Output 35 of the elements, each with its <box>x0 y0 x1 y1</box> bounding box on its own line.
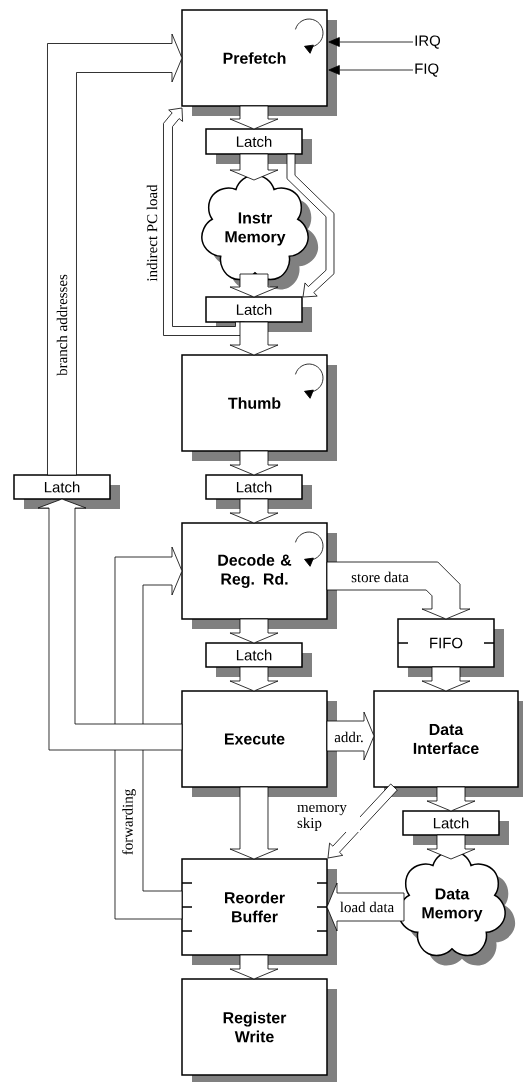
process-box: Register Write <box>181 978 337 1082</box>
hollow-arrow <box>229 618 279 644</box>
latch-box: Latch <box>205 474 312 509</box>
hollow-arrow <box>229 273 279 298</box>
signal-label: IRQ <box>415 35 441 49</box>
hollow-arrow <box>229 105 279 130</box>
fifo-box: FIFO <box>397 618 504 677</box>
process-box: Thumb <box>181 354 337 461</box>
hollow-arrow <box>229 786 279 860</box>
hollow-arrow <box>229 450 279 476</box>
signal-label: FIQ <box>415 63 439 77</box>
arrow <box>328 37 414 47</box>
hollow-arrow <box>229 666 279 692</box>
hollow-arrow <box>229 954 279 980</box>
latch-box: Latch <box>205 642 312 677</box>
process-box: Prefetch <box>181 9 337 116</box>
hollow-arrow <box>37 498 183 751</box>
hollow-arrow <box>426 834 476 860</box>
reorder-buffer-box: Reorder Buffer <box>181 858 337 965</box>
hollow-arrow <box>286 153 335 298</box>
process-box: Decode & Reg. Rd. <box>181 522 337 629</box>
memory-cloud: Data Memory <box>398 850 516 966</box>
edge-label: forwarding <box>121 787 137 857</box>
hollow-arrow <box>421 666 471 692</box>
arrow <box>328 65 414 75</box>
latch-box: Latch <box>402 810 509 845</box>
hollow-arrow <box>47 33 183 476</box>
hollow-arrow <box>426 786 476 812</box>
edge-label: indirect PC load <box>145 183 159 283</box>
edge-label: memory skip <box>296 803 360 833</box>
hollow-arrow <box>229 153 279 181</box>
process-box: Data Interface <box>373 690 523 797</box>
hollow-arrow <box>229 321 279 356</box>
hollow-arrow <box>327 783 398 859</box>
hollow-arrow <box>229 498 279 524</box>
